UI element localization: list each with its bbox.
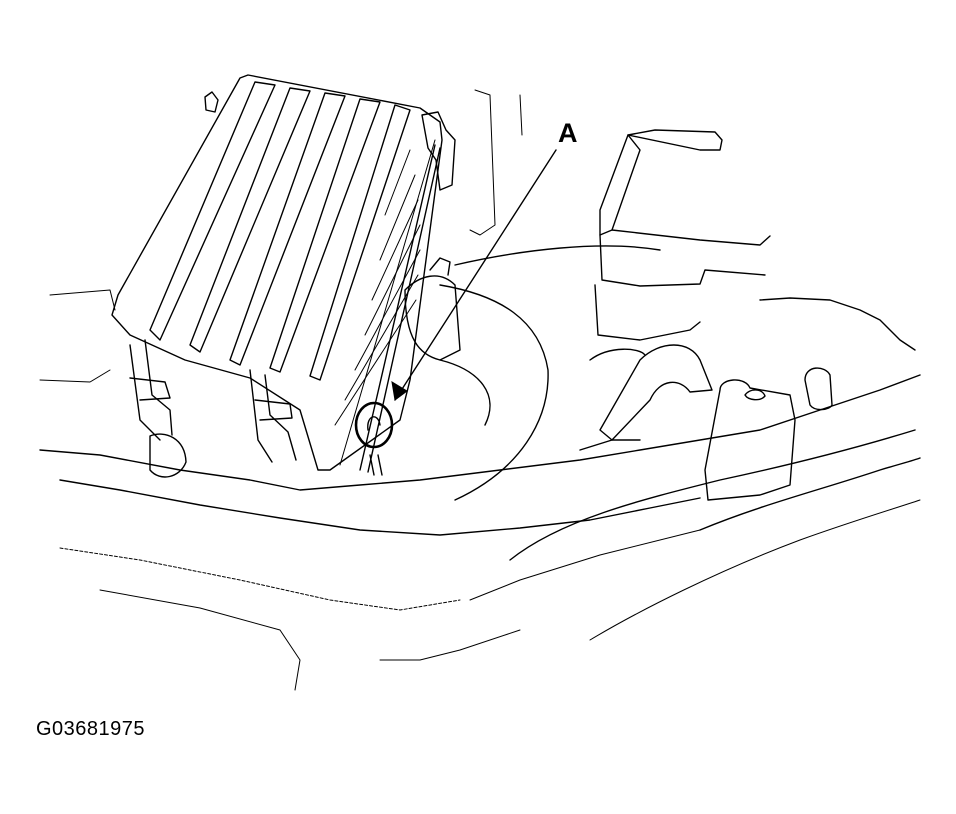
figure-id: G03681975	[36, 718, 146, 740]
control-module-box	[111, 74, 456, 471]
wiring-cables	[359, 144, 441, 476]
body-panel-lines	[39, 89, 921, 691]
callout-label-a: A	[558, 118, 578, 148]
mounting-brackets	[129, 339, 297, 478]
right-side-components	[579, 129, 916, 501]
air-duct-hose	[404, 245, 661, 501]
grommet-circle-highlight	[354, 401, 394, 449]
callout-a-leader	[391, 149, 557, 401]
